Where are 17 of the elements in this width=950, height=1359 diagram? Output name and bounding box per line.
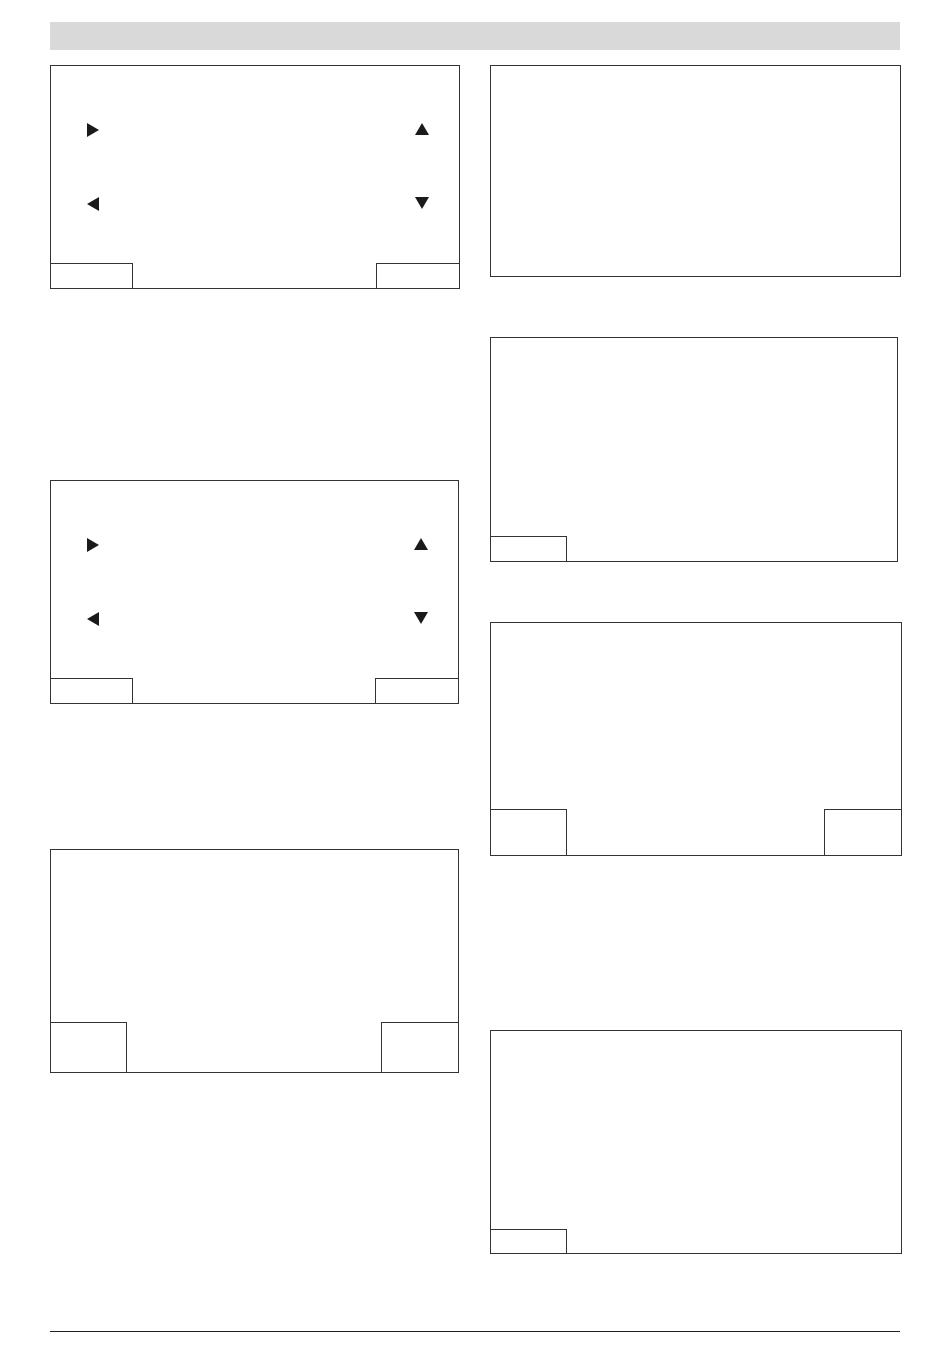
display-screen: [50, 65, 460, 289]
screen-button: [490, 536, 567, 562]
screen-button: [490, 1229, 567, 1254]
screen-button: [375, 678, 459, 704]
display-screen: [490, 622, 902, 856]
display-screen: [490, 65, 901, 277]
screen-button: [50, 263, 133, 289]
screen-button: [381, 1022, 459, 1073]
screen-button: [50, 678, 133, 704]
screen-button: [824, 809, 902, 856]
display-screen: [50, 480, 459, 704]
display-screen: [50, 849, 459, 1073]
screen-button: [490, 809, 567, 856]
screen-button: [50, 1022, 127, 1073]
display-screen: [490, 337, 898, 562]
display-screen: [490, 1030, 902, 1254]
screen-button: [376, 263, 460, 289]
